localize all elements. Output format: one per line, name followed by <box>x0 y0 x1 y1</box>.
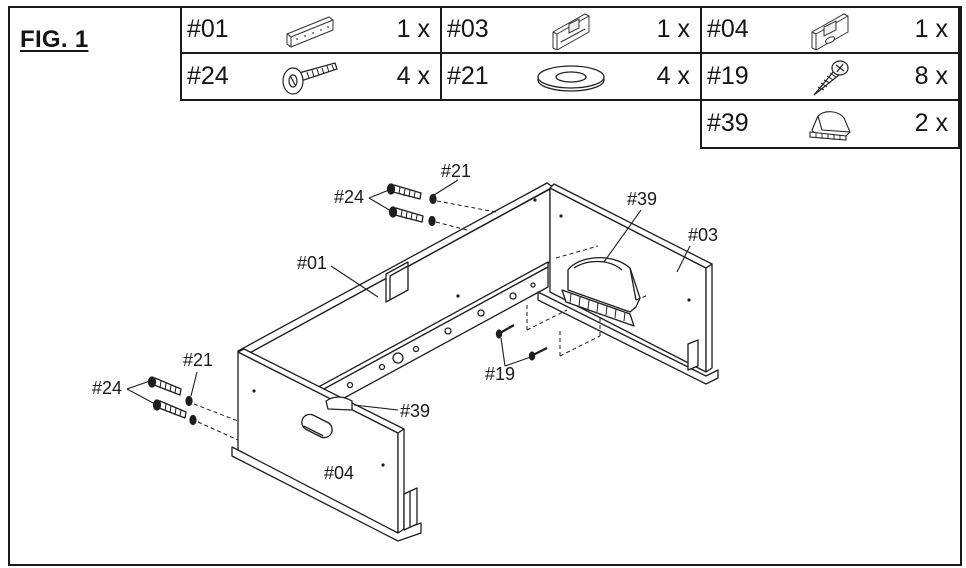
handle-slot <box>301 413 333 439</box>
part-id: #01 <box>187 14 229 43</box>
mounting-guides <box>526 245 649 357</box>
part-cell-01: #01 1 x <box>180 6 442 54</box>
back-panel-01 <box>237 182 554 429</box>
bolt-icon <box>275 57 347 97</box>
left-side-panel-04 <box>231 348 422 542</box>
part-id: #24 <box>187 61 229 90</box>
callout-bolt-left: #24 <box>92 378 122 398</box>
back-panel-cutout <box>385 261 409 303</box>
callout-bolt-top: #24 <box>334 187 364 207</box>
leader-lines <box>126 179 691 411</box>
back-panel-icon <box>275 10 347 50</box>
washer-left-2 <box>189 414 197 426</box>
callout-bracket-left: #39 <box>400 401 430 421</box>
left-side-panel-icon <box>794 10 866 50</box>
callout-back-panel: #01 <box>297 253 327 273</box>
callout-left-panel: #04 <box>324 463 354 483</box>
part-quantity: 2 x <box>914 108 948 137</box>
callout-washer-left: #21 <box>183 350 213 370</box>
corner-bracket-left <box>325 396 353 411</box>
part-cell-39: #39 2 x <box>700 99 960 149</box>
callout-screws: #19 <box>485 364 515 384</box>
part-quantity: 1 x <box>914 14 948 43</box>
part-cell-21: #21 4 x <box>440 52 702 101</box>
corner-bracket-icon <box>794 104 866 144</box>
part-cell-24: #24 4 x <box>180 52 442 101</box>
wood-screw-icon <box>794 57 866 97</box>
part-id: #04 <box>707 14 749 43</box>
part-cell-03: #03 1 x <box>440 6 702 54</box>
callout-right-panel: #03 <box>688 225 718 245</box>
callout-bracket-right: #39 <box>627 189 657 209</box>
part-quantity: 1 x <box>656 14 690 43</box>
bolts-top <box>386 183 497 231</box>
figure-title: FIG. 1 <box>20 26 89 53</box>
bolts-left <box>147 376 239 441</box>
callout-washer-top: #21 <box>441 161 471 181</box>
washer-icon <box>535 57 607 97</box>
washer-top-1 <box>429 193 437 205</box>
part-cell-19: #19 8 x <box>700 52 960 101</box>
corner-bracket-right <box>561 256 641 327</box>
part-quantity: 1 x <box>396 14 430 43</box>
part-quantity: 8 x <box>914 61 948 90</box>
part-id: #19 <box>707 61 749 90</box>
part-cell-04: #04 1 x <box>700 6 960 54</box>
part-id: #39 <box>707 108 749 137</box>
wood-screws-19 <box>495 324 548 361</box>
part-quantity: 4 x <box>656 61 690 90</box>
part-id: #03 <box>447 14 489 43</box>
washer-top-2 <box>428 215 436 227</box>
part-id: #21 <box>447 61 489 90</box>
part-quantity: 4 x <box>396 61 430 90</box>
washer-left-1 <box>185 395 193 407</box>
right-side-panel-icon <box>535 10 607 50</box>
